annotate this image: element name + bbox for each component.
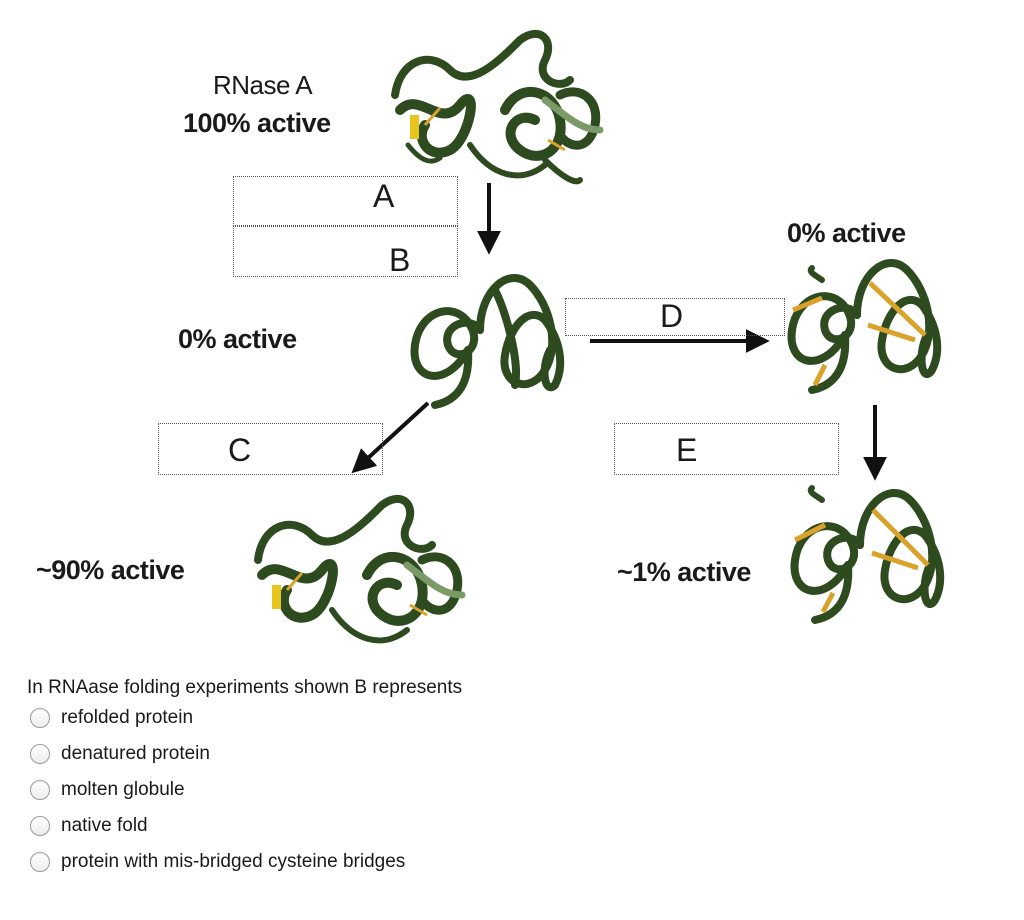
- diagram-graphics: [254, 30, 945, 644]
- refolded-activity-label: ~90% active: [36, 555, 185, 585]
- option-denatured-protein[interactable]: denatured protein: [30, 740, 210, 768]
- radio-button[interactable]: [30, 816, 50, 836]
- box-e: [614, 423, 839, 475]
- misbridged-protein-structure: [787, 259, 942, 394]
- native-protein-structure: [391, 30, 604, 185]
- refolded-protein-structure: [254, 495, 466, 644]
- scrambled-protein-structure: [790, 485, 945, 624]
- option-misbridged-cysteine[interactable]: protein with mis-bridged cysteine bridge…: [30, 848, 405, 876]
- option-label: refolded protein: [61, 707, 194, 728]
- native-activity-label: 100% active: [183, 108, 331, 138]
- option-refolded-protein[interactable]: refolded protein: [30, 704, 193, 732]
- option-label: native fold: [61, 815, 148, 836]
- box-a: [233, 176, 458, 226]
- box-d-letter: D: [660, 298, 684, 334]
- arrow-unfolded-to-refolded: [351, 401, 430, 474]
- box-e-letter: E: [676, 432, 698, 468]
- option-label: molten globule: [61, 779, 185, 800]
- misbridged-activity-label: 0% active: [787, 218, 906, 248]
- box-a-letter: A: [373, 178, 395, 214]
- box-c: [158, 423, 383, 475]
- scrambled-activity-label: ~1% active: [617, 557, 751, 587]
- option-molten-globule[interactable]: molten globule: [30, 776, 185, 804]
- rnase-folding-diagram: RNase A 100% active A B 0% active 0% act…: [36, 30, 945, 644]
- option-label: protein with mis-bridged cysteine bridge…: [61, 851, 406, 872]
- option-label: denatured protein: [61, 743, 210, 764]
- radio-button[interactable]: [30, 708, 50, 728]
- option-native-fold[interactable]: native fold: [30, 812, 148, 840]
- unfolded-activity-label: 0% active: [178, 324, 297, 354]
- radio-button[interactable]: [30, 780, 50, 800]
- native-label-name: RNase A: [213, 70, 313, 100]
- unfolded-protein-structure: [410, 274, 565, 409]
- radio-button[interactable]: [30, 852, 50, 872]
- question-text: In RNAase folding experiments shown B re…: [27, 677, 463, 698]
- box-c-letter: C: [228, 432, 252, 468]
- radio-button[interactable]: [30, 744, 50, 764]
- box-b: [233, 226, 458, 277]
- box-b-letter: B: [389, 242, 411, 278]
- box-d: [565, 298, 785, 336]
